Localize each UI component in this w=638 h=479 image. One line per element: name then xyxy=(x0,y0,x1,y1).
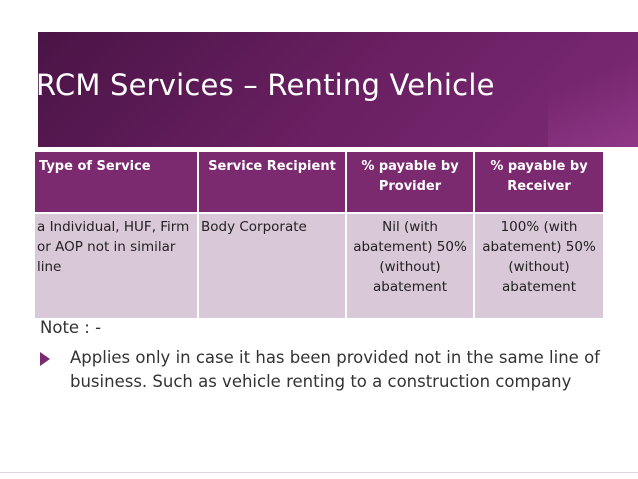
note-bullet-text: Applies only in case it has been provide… xyxy=(70,348,600,391)
table-header-row: Type of Service Service Recipient % paya… xyxy=(35,152,603,214)
note-label: Note : - xyxy=(40,318,102,337)
header-type-of-service: Type of Service xyxy=(35,152,198,214)
cell-payable-by-provider: Nil (with abatement) 50% (without) abate… xyxy=(345,213,474,318)
cell-service-recipient: Body Corporate xyxy=(197,213,346,318)
table-row: a Individual, HUF, Firm or AOP not in si… xyxy=(35,213,603,318)
title-band xyxy=(38,32,638,147)
cell-type-of-service: a Individual, HUF, Firm or AOP not in si… xyxy=(35,213,198,318)
divider xyxy=(0,472,638,473)
arrow-bullet-icon xyxy=(40,352,50,366)
header-service-recipient: Service Recipient xyxy=(197,152,346,214)
page-title: RCM Services – Renting Vehicle xyxy=(36,68,495,102)
rcm-table: Type of Service Service Recipient % paya… xyxy=(35,152,603,318)
header-payable-by-receiver: % payable by Receiver xyxy=(473,152,603,214)
cell-payable-by-receiver: 100% (with abatement) 50% (without) abat… xyxy=(473,213,603,318)
header-payable-by-provider: % payable by Provider xyxy=(345,152,474,214)
corner-decoration xyxy=(0,0,150,32)
